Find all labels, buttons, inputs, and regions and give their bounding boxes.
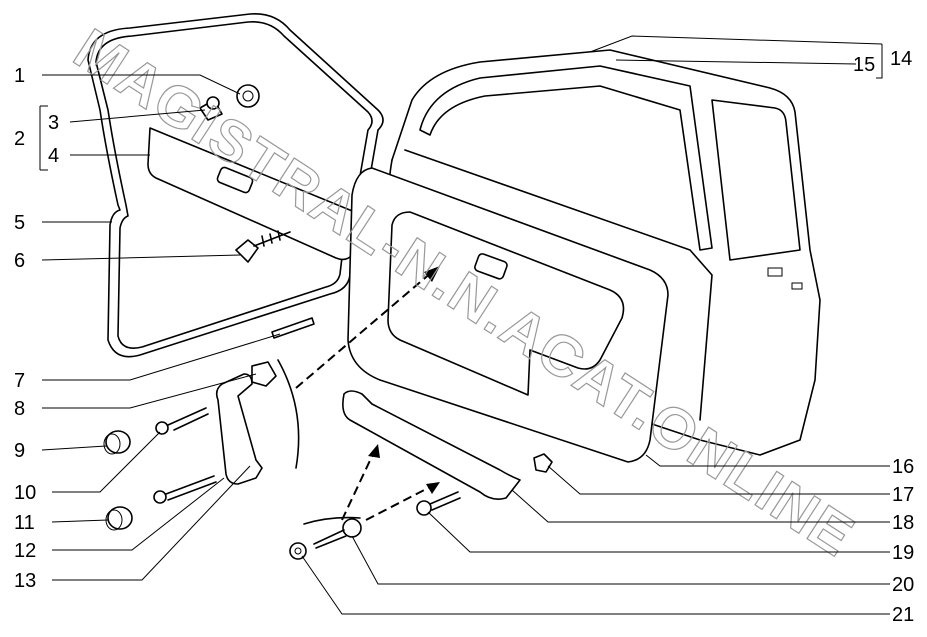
label-13: 13 <box>14 570 36 592</box>
label-16: 16 <box>892 456 914 478</box>
label-7: 7 <box>14 370 25 392</box>
label-6: 6 <box>14 250 25 272</box>
label-10: 10 <box>14 482 36 504</box>
part-labels: 1 2 3 4 5 6 7 8 9 10 11 12 13 14 15 16 1… <box>14 48 914 626</box>
nut-17 <box>533 453 553 473</box>
screw-19 <box>416 491 461 516</box>
label-15: 15 <box>853 54 875 76</box>
label-18: 18 <box>892 512 914 534</box>
washer-21 <box>289 542 307 560</box>
leader-lines <box>39 35 890 615</box>
label-8: 8 <box>14 398 25 420</box>
label-4: 4 <box>48 145 59 167</box>
handle-bracket <box>215 361 277 485</box>
screw-12 <box>153 475 217 504</box>
label-12: 12 <box>14 540 36 562</box>
door-seal <box>87 13 384 358</box>
screw-20 <box>313 518 362 549</box>
label-20: 20 <box>892 574 914 596</box>
pull-handle <box>342 390 521 500</box>
plug-11 <box>105 506 133 531</box>
label-21: 21 <box>892 604 914 626</box>
label-2: 2 <box>14 128 25 150</box>
inner-door-panel <box>347 167 669 463</box>
screw-10 <box>155 407 209 435</box>
clip-3 <box>199 96 223 121</box>
label-17: 17 <box>892 484 914 506</box>
label-11: 11 <box>14 512 35 534</box>
label-3: 3 <box>48 112 59 134</box>
label-14: 14 <box>890 48 912 70</box>
label-1: 1 <box>14 65 25 87</box>
clip-1 <box>236 84 260 108</box>
plug-9 <box>103 430 131 455</box>
label-5: 5 <box>14 212 25 234</box>
assembly-arrows <box>277 266 440 525</box>
screw-6 <box>235 230 291 263</box>
label-9: 9 <box>14 440 25 462</box>
label-19: 19 <box>892 542 914 564</box>
